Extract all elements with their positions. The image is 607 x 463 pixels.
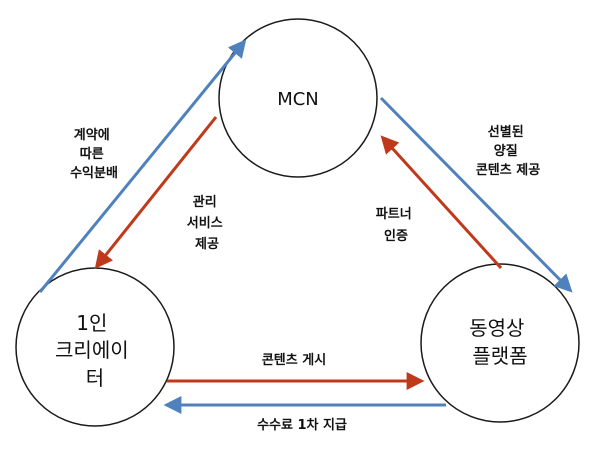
edge-label-line: 관리 — [193, 194, 217, 210]
arrow-platform-to-mcn — [380, 135, 503, 270]
node-platform-label-line: 플랫폼 — [472, 344, 527, 368]
node-creator-label-line: 크리에이 — [55, 338, 129, 362]
edge-label-management: 관리 서비스 제공 — [187, 194, 227, 252]
edge-label-partner-certification: 파트너 인증 — [376, 206, 416, 244]
edge-label-curated-content: 선별된 양질 콘텐츠 제공 — [476, 124, 540, 178]
node-creator-label-line: 1인 — [76, 311, 107, 335]
node-platform-label-line: 동영상 — [469, 316, 524, 340]
edge-label-line: 선별된 — [488, 124, 524, 140]
node-mcn — [218, 18, 378, 178]
edge-label-line: 콘텐츠 제공 — [476, 162, 540, 178]
node-creator-label-line: 터 — [86, 366, 104, 390]
node-platform — [420, 263, 580, 423]
edge-label-line: 따른 — [80, 147, 104, 162]
node-creator-label: 1인 크리에이 터 — [55, 311, 135, 390]
node-platform-label: 동영상 플랫폼 — [469, 316, 531, 368]
edge-label-fee-payment: 수수료 1차 지급 — [257, 417, 347, 433]
edge-label-line: 서비스 — [187, 216, 223, 231]
edge-label-line: 수익분배 — [70, 165, 118, 181]
edge-label-content-posting: 콘텐츠 게시 — [262, 352, 326, 368]
edge-label-line: 양질 — [494, 144, 518, 159]
edge-label-line: 계약에 — [74, 127, 110, 143]
arrow-mcn-to-creator — [94, 116, 218, 269]
edge-label-line: 인증 — [384, 228, 408, 244]
arrow-creator-to-mcn — [38, 39, 247, 293]
edge-label-contract-revenue: 계약에 따른 수익분배 — [70, 127, 118, 181]
node-mcn-label: MCN — [277, 89, 319, 110]
edge-label-line: 제공 — [195, 237, 219, 252]
arrow-mcn-to-platform — [379, 96, 573, 293]
edge-label-line: 파트너 — [376, 206, 412, 222]
